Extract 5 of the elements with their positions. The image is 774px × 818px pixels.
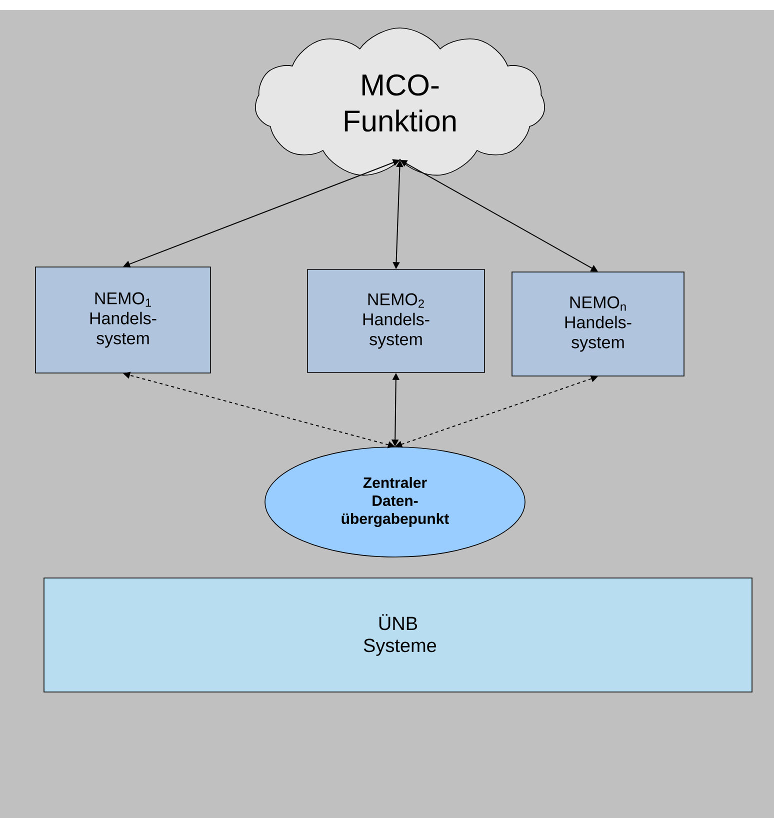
- process-box: NEMO$_{1}$ Handels- system: [35, 266, 211, 374]
- process-box: NEMO$_{2}$ Handels- system: [307, 269, 485, 373]
- arrow: [400, 160, 598, 272]
- process-box: NEMO$_{n}$ Handels- system: [512, 272, 684, 376]
- system-box: ÜNB Systeme: [44, 578, 752, 692]
